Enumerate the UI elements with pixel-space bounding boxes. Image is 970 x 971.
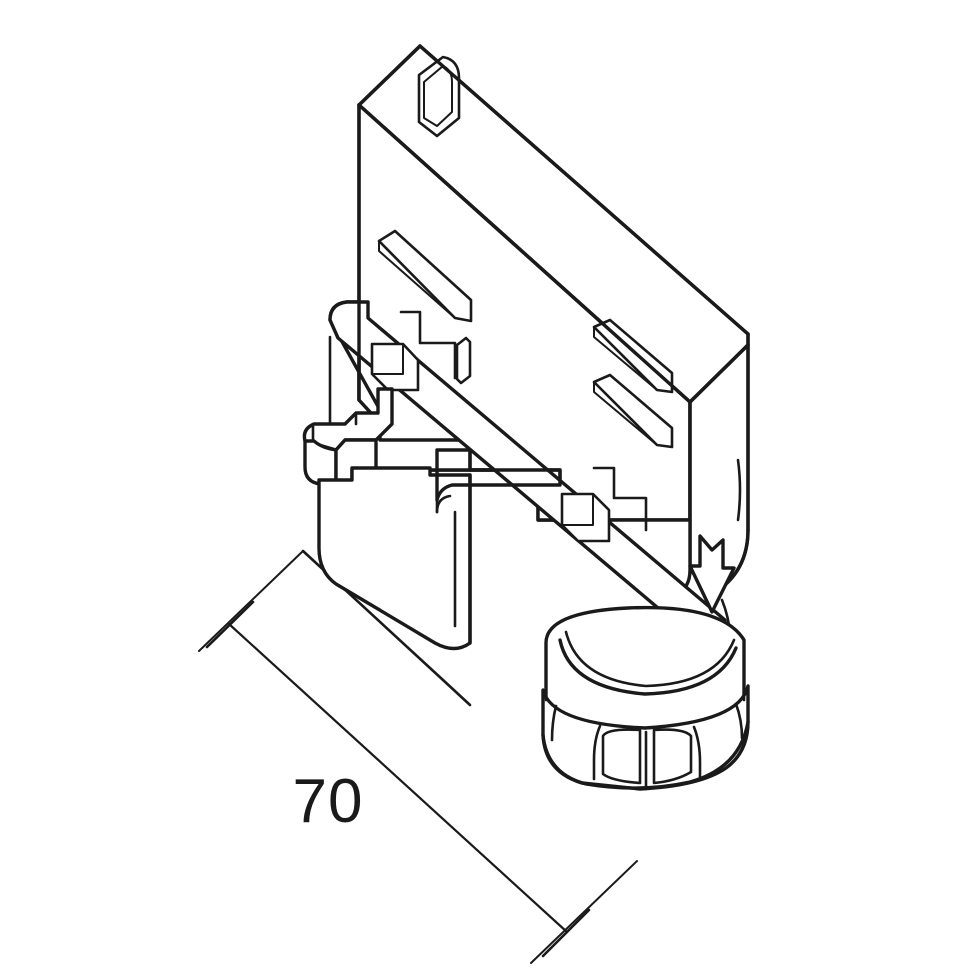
left-latch-clip-group bbox=[302, 335, 394, 486]
flange-thin-rib bbox=[455, 336, 472, 385]
flange-boss-right-edge bbox=[561, 493, 594, 526]
collar-bottom-silhouette bbox=[541, 720, 750, 790]
base-housing-left-face bbox=[317, 466, 472, 651]
flange-boss-left-edge bbox=[371, 343, 404, 375]
dimension-70-group: 70 bbox=[198, 550, 638, 964]
side-face-slot-upper-edge bbox=[593, 326, 658, 391]
extension-line-right bbox=[530, 860, 638, 964]
contour-blade-front-top bbox=[357, 103, 692, 404]
overlay-contours bbox=[357, 44, 750, 532]
front-face-slot-upper-edge bbox=[378, 240, 456, 319]
collar-flute-1 bbox=[592, 724, 602, 781]
contour-blade-top-ridge bbox=[418, 44, 750, 336]
extension-line-left bbox=[198, 550, 304, 652]
latch-clip-body bbox=[303, 439, 338, 486]
flange-notch-step-right bbox=[592, 466, 648, 532]
flange-notch-step-left bbox=[399, 310, 457, 380]
side-face-slot-lower bbox=[592, 373, 674, 449]
contour-blade-top-left bbox=[357, 44, 422, 107]
base-housing-inner-edge-b bbox=[435, 494, 452, 514]
threaded-collar-group bbox=[541, 605, 750, 791]
base-housing-group bbox=[317, 448, 562, 651]
collar-flute-5 bbox=[734, 702, 744, 740]
collar-inner-bore bbox=[558, 638, 738, 696]
collar-flute-3 bbox=[692, 725, 702, 782]
contour-blade-corner-bevel bbox=[688, 343, 750, 404]
arrow-latch-marker bbox=[688, 534, 736, 614]
front-face-slot-upper bbox=[377, 229, 473, 323]
plane-edge-left-b bbox=[441, 678, 472, 707]
collar-recess-right bbox=[652, 728, 693, 785]
collar-recess-left bbox=[601, 728, 642, 785]
collar-inner-bore-2 bbox=[564, 630, 736, 688]
dimension-tick-left bbox=[205, 600, 255, 649]
side-face-slot-upper bbox=[592, 318, 674, 394]
collar-flute-4 bbox=[550, 704, 558, 742]
arrow-marker-side-edge bbox=[736, 458, 742, 522]
dimension-value-70: 70 bbox=[293, 767, 364, 836]
dimension-line bbox=[227, 622, 569, 934]
dimension-tick-right bbox=[541, 908, 591, 958]
side-face-slot-lower-edge bbox=[593, 381, 658, 446]
